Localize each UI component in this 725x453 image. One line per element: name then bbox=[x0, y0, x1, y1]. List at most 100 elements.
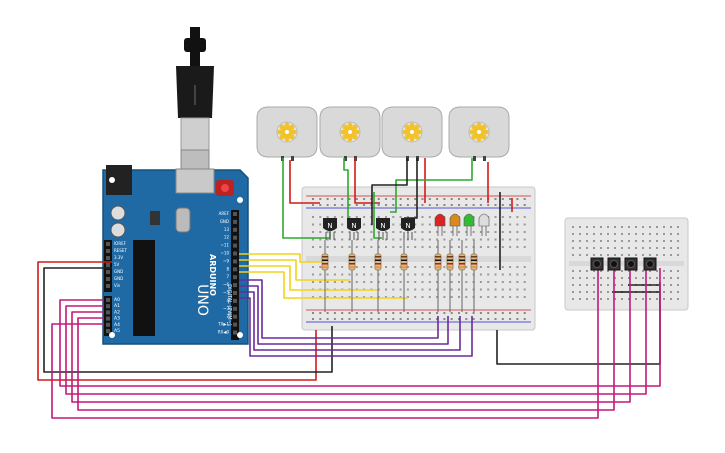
header-pin[interactable] bbox=[106, 322, 110, 327]
pushbutton[interactable] bbox=[643, 257, 657, 271]
pushbutton[interactable] bbox=[590, 257, 604, 271]
header-pin[interactable] bbox=[106, 270, 110, 274]
resistor[interactable] bbox=[458, 240, 466, 312]
header-pin[interactable] bbox=[233, 235, 237, 240]
breadboard-hole bbox=[399, 273, 402, 276]
breadboard-hole bbox=[312, 238, 314, 241]
breadboard-hole bbox=[414, 312, 417, 314]
npn-transistor[interactable]: N bbox=[347, 218, 361, 240]
header-pin[interactable] bbox=[106, 263, 110, 267]
header-pin[interactable] bbox=[233, 212, 237, 216]
wire-yellow[interactable] bbox=[239, 265, 378, 291]
header-pin[interactable] bbox=[106, 242, 110, 246]
wire-green[interactable] bbox=[390, 158, 473, 213]
npn-transistor[interactable]: N bbox=[401, 218, 415, 240]
header-pin[interactable] bbox=[233, 306, 237, 311]
wire-purple[interactable] bbox=[239, 297, 473, 357]
header-pin[interactable] bbox=[233, 251, 237, 256]
breadboard-hole bbox=[479, 246, 482, 248]
breadboard-hole bbox=[385, 312, 387, 314]
breadboard-hole bbox=[465, 204, 468, 206]
header-pin[interactable] bbox=[106, 304, 110, 309]
header-pin[interactable] bbox=[106, 277, 110, 281]
resistor[interactable] bbox=[470, 240, 478, 312]
wire-magenta[interactable] bbox=[77, 268, 615, 411]
dc-motor[interactable] bbox=[319, 106, 381, 161]
breadboard-hole bbox=[377, 281, 380, 283]
header-pin[interactable] bbox=[233, 259, 237, 264]
breadboard-hole bbox=[494, 273, 497, 276]
header-pin[interactable] bbox=[106, 329, 110, 333]
led[interactable] bbox=[434, 213, 446, 236]
wire-red[interactable] bbox=[289, 160, 320, 204]
analog-pin-label: A1 bbox=[114, 303, 120, 309]
dc-motor[interactable] bbox=[381, 106, 443, 161]
resistor[interactable] bbox=[446, 240, 454, 312]
pushbutton[interactable] bbox=[607, 257, 621, 271]
header-pin[interactable] bbox=[106, 298, 110, 302]
header-pin[interactable] bbox=[233, 330, 237, 335]
wires bbox=[37, 158, 661, 419]
wire-yellow[interactable] bbox=[239, 259, 350, 281]
wire-black[interactable] bbox=[371, 158, 408, 225]
wire-purple[interactable] bbox=[239, 279, 439, 339]
header-pin[interactable] bbox=[106, 249, 110, 253]
resistor[interactable] bbox=[434, 240, 442, 312]
pushbutton[interactable] bbox=[624, 257, 638, 271]
led[interactable] bbox=[463, 213, 475, 236]
header-pin[interactable] bbox=[233, 219, 237, 224]
dc-motor[interactable] bbox=[256, 106, 318, 161]
header-pin[interactable] bbox=[106, 310, 110, 315]
breadboard-hole bbox=[392, 266, 395, 268]
wire-green[interactable] bbox=[343, 158, 349, 225]
resistor[interactable] bbox=[400, 240, 408, 312]
wire-purple[interactable] bbox=[239, 285, 449, 345]
resistor[interactable] bbox=[321, 240, 329, 312]
breadboard-hole bbox=[523, 296, 526, 298]
header-pin[interactable] bbox=[106, 316, 110, 321]
breadboard-hole bbox=[642, 240, 644, 242]
breadboard-hole bbox=[670, 277, 672, 279]
breadboard-hole bbox=[443, 204, 446, 206]
breadboard-hole bbox=[579, 240, 581, 242]
breadboard-hole bbox=[614, 277, 616, 279]
wire-magenta[interactable] bbox=[59, 268, 661, 387]
wire-magenta[interactable] bbox=[51, 268, 599, 419]
wire-magenta[interactable] bbox=[65, 268, 647, 395]
breadboard-hole bbox=[523, 281, 526, 283]
wire-purple[interactable] bbox=[239, 291, 461, 351]
header-pin[interactable] bbox=[233, 275, 237, 280]
npn-transistor[interactable]: N bbox=[376, 218, 390, 240]
dc-motor[interactable] bbox=[448, 106, 510, 161]
led[interactable] bbox=[449, 213, 461, 236]
header-pin[interactable] bbox=[233, 267, 237, 272]
wire-yellow[interactable] bbox=[239, 271, 408, 299]
header-pin[interactable] bbox=[233, 243, 237, 248]
breadboard-hole bbox=[593, 270, 595, 272]
header-pin[interactable] bbox=[106, 256, 110, 260]
atmega-chip bbox=[133, 240, 155, 336]
breadboard-hole bbox=[319, 312, 322, 314]
header-pin[interactable] bbox=[233, 291, 237, 295]
header-pin[interactable] bbox=[233, 283, 237, 288]
header-pin[interactable] bbox=[233, 298, 237, 303]
header-pin[interactable] bbox=[233, 314, 237, 319]
resistor[interactable] bbox=[374, 240, 382, 312]
digital-pin-label: 8 bbox=[226, 266, 229, 271]
breadboard-hole bbox=[333, 246, 336, 248]
power-pin-label: GND bbox=[114, 269, 123, 274]
breadboard-hole bbox=[333, 281, 336, 283]
header-pin[interactable] bbox=[233, 322, 237, 327]
header-pin[interactable] bbox=[233, 227, 237, 232]
breadboard-hole bbox=[572, 298, 574, 300]
breadboard-hole bbox=[579, 226, 581, 228]
resistor[interactable] bbox=[348, 240, 356, 312]
led[interactable] bbox=[478, 213, 490, 236]
breadboard-hole bbox=[414, 223, 417, 226]
wire-red-5v[interactable] bbox=[37, 261, 317, 381]
breadboard-hole bbox=[450, 231, 453, 233]
header-pin[interactable] bbox=[106, 284, 110, 288]
wire-magenta[interactable] bbox=[71, 268, 631, 403]
wire-yellow[interactable] bbox=[239, 253, 325, 263]
npn-transistor[interactable]: N bbox=[323, 218, 337, 240]
